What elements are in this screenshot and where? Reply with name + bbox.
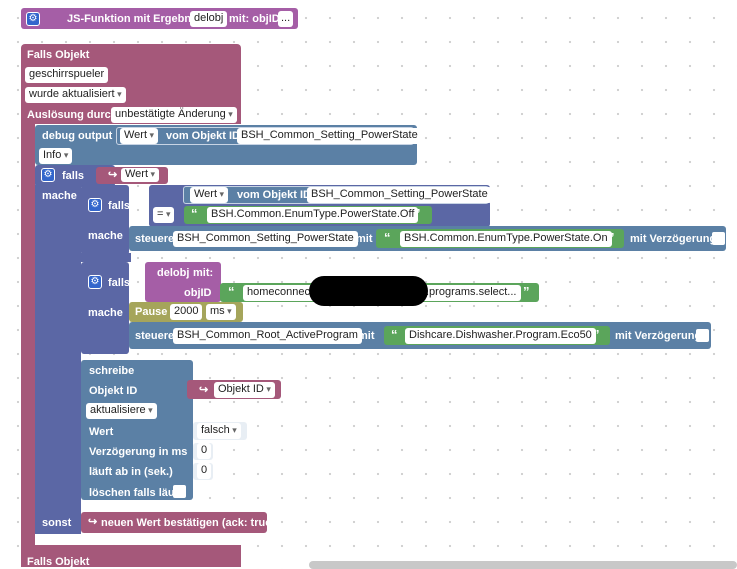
quote-close-icon: ” xyxy=(414,206,421,221)
steuere-1-delay-label: mit Verzögerung xyxy=(630,233,717,245)
write-wert-label: Wert xyxy=(89,426,114,438)
steuere-2-label: steuere xyxy=(135,330,175,342)
if-3-mache-label: mache xyxy=(88,307,123,319)
pause-value-field[interactable]: 2000 xyxy=(170,304,203,320)
if-block-2[interactable] xyxy=(81,185,129,255)
call-delobj-name: delobj xyxy=(157,267,190,279)
steuere-2-delay-label: mit Verzögerung xyxy=(615,330,702,342)
quote-close-icon: ” xyxy=(523,284,530,299)
gear-icon[interactable]: ⚙ xyxy=(26,12,40,26)
if-block-outer[interactable] xyxy=(35,165,115,187)
quote-close-icon: ” xyxy=(608,230,615,245)
gear-icon[interactable]: ⚙ xyxy=(88,275,102,289)
write-expire-label: läuft ab in (sek.) xyxy=(89,466,173,478)
steuere-1-label: steuere xyxy=(135,233,175,245)
quote-close-icon: ” xyxy=(593,327,600,342)
quote-open-icon: “ xyxy=(228,284,235,299)
redaction-blob xyxy=(309,276,428,306)
debug-wert-dropdown[interactable]: Wert xyxy=(120,128,159,144)
if-outer-mache-label: mache xyxy=(42,190,77,202)
debug-output-label: debug output xyxy=(42,130,113,142)
steuere-1-delay-checkbox[interactable] xyxy=(712,232,725,245)
write-wert-dropdown[interactable]: falsch xyxy=(197,423,241,439)
ack-block[interactable] xyxy=(81,512,267,533)
compare-object-id-field[interactable]: BSH_Common_Setting_PowerState xyxy=(307,187,492,203)
write-clear-label: löschen falls läuft xyxy=(89,487,182,499)
trigger-spine xyxy=(21,120,35,552)
steuere-2-value-field[interactable]: Dishcare.Dishwasher.Program.Eco50 xyxy=(405,328,596,344)
trigger-title: Falls Objekt xyxy=(27,49,90,61)
if-outer-sonst-label: sonst xyxy=(42,517,72,529)
compare-wert-dropdown[interactable]: Wert xyxy=(190,187,229,203)
debug-vom-objekt-label: vom Objekt ID xyxy=(166,130,240,142)
return-arrow-icon: ↪ xyxy=(88,516,98,528)
function-params-label: mit: objID xyxy=(229,13,280,25)
write-expire-field[interactable]: 0 xyxy=(197,463,212,479)
ack-label: neuen Wert bestätigen (ack: true) xyxy=(101,517,275,529)
call-delobj-block[interactable] xyxy=(145,262,221,302)
compare-text-field[interactable]: BSH.Common.EnumType.PowerState.Off xyxy=(207,207,419,223)
steuere-2-delay-checkbox[interactable] xyxy=(696,329,709,342)
quote-open-icon: “ xyxy=(391,327,398,342)
trigger-bottom xyxy=(21,545,241,567)
function-more-button[interactable]: ... xyxy=(278,11,294,27)
if-outer-spine xyxy=(35,185,81,534)
trigger-event-dropdown[interactable]: wurde aktualisiert xyxy=(25,87,126,103)
trigger-cause-dropdown[interactable]: unbestätigte Änderung xyxy=(111,107,237,123)
if-3-falls-label: falls xyxy=(108,277,131,289)
steuere-2-mit-label: mit xyxy=(358,330,375,342)
if-outer-falls-label: falls xyxy=(62,170,85,182)
return-arrow-icon: ↪ xyxy=(108,169,118,181)
write-mode-dropdown[interactable]: aktualisiere xyxy=(86,403,157,419)
pause-unit-dropdown[interactable]: ms xyxy=(206,304,236,320)
trigger-cause-label: Auslösung durch xyxy=(27,109,118,121)
write-title: schreibe xyxy=(89,365,135,377)
if-outer-condition-dropdown[interactable]: Wert xyxy=(121,168,160,182)
steuere-1-mit-label: mit xyxy=(356,233,373,245)
horizontal-scrollbar[interactable] xyxy=(309,561,737,569)
write-object-dropdown[interactable]: Objekt ID xyxy=(214,382,275,398)
write-object-label: Objekt ID xyxy=(89,385,138,397)
function-name-field[interactable]: delobj xyxy=(190,11,228,27)
trigger-footer-title: Falls Objekt xyxy=(27,556,90,568)
write-block[interactable] xyxy=(81,360,193,500)
call-delobj-mit: mit: xyxy=(193,267,214,279)
call-delobj-param: objID xyxy=(184,287,212,299)
gear-icon[interactable]: ⚙ xyxy=(41,168,55,182)
if-2-falls-label: falls xyxy=(108,200,131,212)
return-arrow-icon: ↪ xyxy=(199,384,209,396)
function-title: JS-Funktion mit Ergebnis xyxy=(67,13,201,25)
compare-vom-objekt-label: vom Objekt ID xyxy=(237,189,311,201)
pause-label: Pause xyxy=(135,306,168,318)
quote-open-icon: “ xyxy=(384,230,391,245)
steuere-1-target-field[interactable]: BSH_Common_Setting_PowerState xyxy=(173,231,358,247)
if-2-bottom xyxy=(81,253,131,262)
steuere-1-value-field[interactable]: BSH.Common.EnumType.PowerState.On xyxy=(400,231,612,247)
steuere-2-target-field[interactable]: BSH_Common_Root_ActiveProgram xyxy=(173,328,362,344)
trigger-object-field[interactable]: geschirrspueler xyxy=(25,67,109,83)
write-delay-label: Verzögerung in ms xyxy=(89,446,188,458)
objid-text-end: .programs.select... xyxy=(426,286,517,298)
function-block[interactable] xyxy=(21,8,298,29)
compare-operator-dropdown[interactable]: = xyxy=(153,207,175,223)
if-2-mache-label: mache xyxy=(88,230,123,242)
write-delay-field[interactable]: 0 xyxy=(197,443,212,459)
quote-open-icon: “ xyxy=(191,206,198,221)
debug-level-dropdown[interactable]: Info xyxy=(39,148,73,164)
objid-text-start: homeconnect xyxy=(247,286,314,298)
gear-icon[interactable]: ⚙ xyxy=(88,198,102,212)
debug-object-id-field[interactable]: BSH_Common_Setting_PowerState xyxy=(237,128,422,144)
write-clear-checkbox[interactable] xyxy=(173,485,186,498)
